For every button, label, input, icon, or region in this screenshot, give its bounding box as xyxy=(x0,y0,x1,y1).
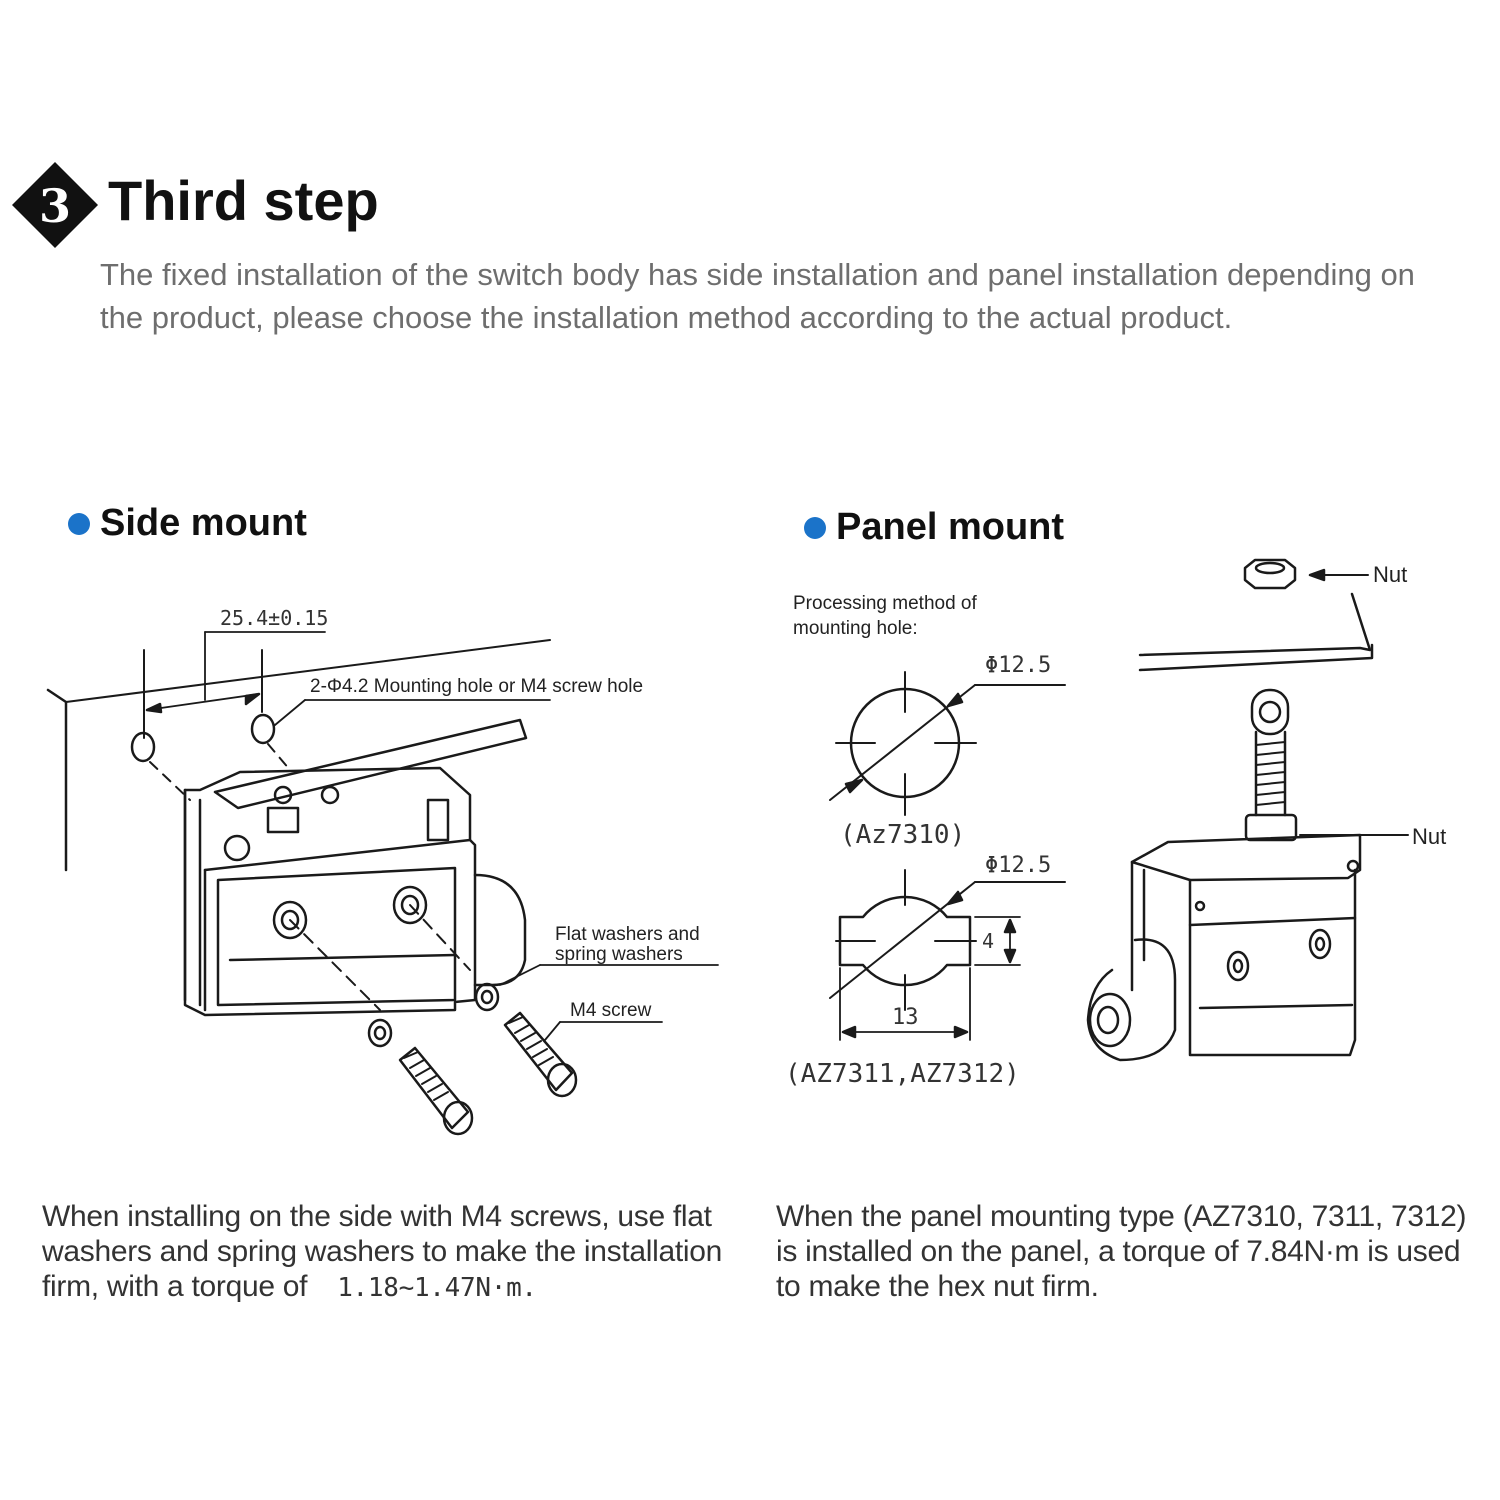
side-mount-heading: Side mount xyxy=(68,502,307,545)
panel-mount-heading: Panel mount xyxy=(804,506,1064,549)
panel-mount-caption: When the panel mounting type (AZ7310, 73… xyxy=(776,1200,1467,1303)
hole-label: 2-Φ4.2 Mounting hole or M4 screw hole xyxy=(310,676,643,697)
side-mount-caption: When installing on the side with M4 scre… xyxy=(42,1199,742,1306)
intro-text: The fixed installation of the switch bod… xyxy=(100,257,1415,335)
model-label-2: (AZ7311,AZ7312) xyxy=(785,1059,1020,1089)
side-caption-text: When installing on the side with M4 scre… xyxy=(42,1200,723,1303)
nut-label-top: Nut xyxy=(1373,562,1407,587)
washer-label-line-1: Flat washers and xyxy=(555,924,700,945)
side-torque-value: 1.18~1.47N·m. xyxy=(337,1273,537,1303)
model-label-1: (Az7310) xyxy=(840,820,965,850)
processing-label-line-1: Processing method of xyxy=(793,593,977,614)
screw-label: M4 screw xyxy=(570,1000,652,1021)
side-mount-drawing: 25.4±0.15 2-Φ4.2 Mounting hole or M4 scr… xyxy=(46,606,719,1136)
panel-mount-title: Panel mount xyxy=(836,506,1065,548)
flat-dimension-label: 4 xyxy=(982,929,994,953)
bullet-dot-icon xyxy=(804,516,826,539)
installation-diagram: 25.4±0.15 2-Φ4.2 Mounting hole or M4 scr… xyxy=(0,540,1500,1200)
diameter-label-1: Φ12.5 xyxy=(985,653,1051,678)
processing-label-line-2: mounting hole: xyxy=(793,618,918,639)
width-dimension-label: 13 xyxy=(892,1005,919,1030)
step-number-badge: 3 xyxy=(12,162,98,248)
side-dimension-label: 25.4±0.15 xyxy=(220,606,328,630)
bullet-dot-icon xyxy=(68,512,90,535)
panel-mount-drawing: Processing method of mounting hole: Φ12.… xyxy=(785,558,1446,1089)
side-mount-title: Side mount xyxy=(100,502,307,544)
washer-label-line-2: spring washers xyxy=(555,944,683,965)
step-number: 3 xyxy=(39,179,71,233)
step-title: Third step xyxy=(108,169,379,232)
nut-label-side: Nut xyxy=(1412,824,1446,849)
diameter-label-2: Φ12.5 xyxy=(985,853,1051,878)
